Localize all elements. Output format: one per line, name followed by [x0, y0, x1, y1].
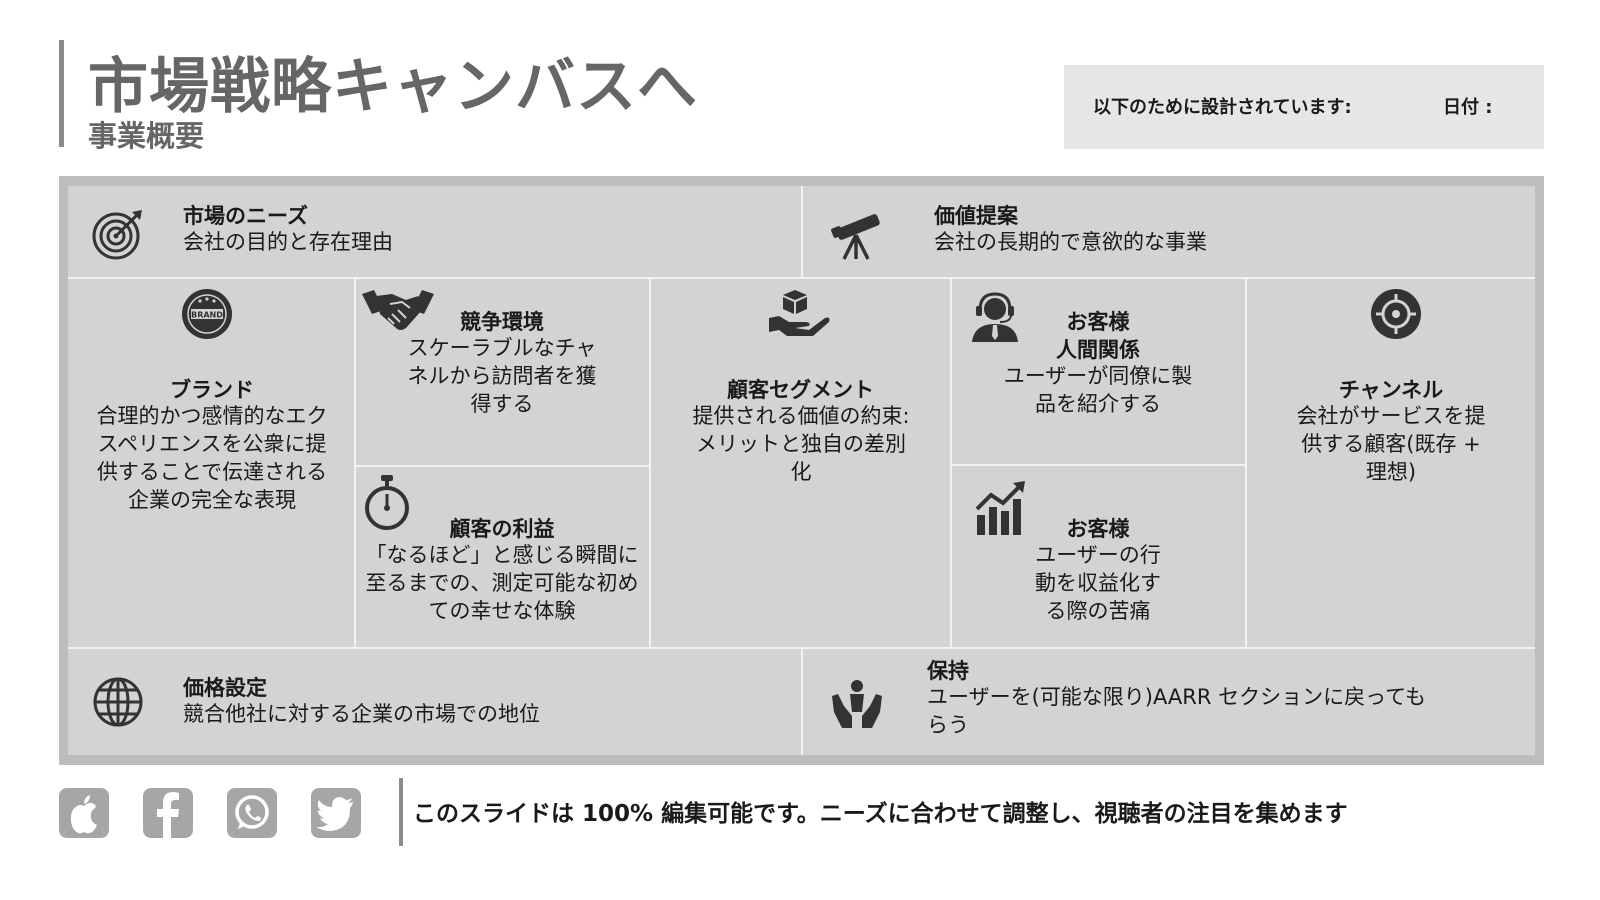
hand-box-icon — [767, 288, 833, 344]
target-icon — [92, 208, 144, 264]
footer-note: このスライドは 100% 編集可能です。ニーズに合わせて調整し、視聴者の注目を集… — [413, 801, 1348, 827]
divider — [950, 278, 952, 648]
pricing-desc: 競合他社に対する企業の市場での地位 — [183, 702, 540, 726]
market-needs-title: 市場のニーズ — [183, 204, 308, 228]
support-agent-icon — [968, 288, 1022, 346]
hands-person-icon — [830, 678, 884, 734]
retention-desc: ユーザーを(可能な限り)AARR セクションに戻ってもらう — [927, 685, 1427, 737]
value-proposition-title: 価値提案 — [934, 204, 1018, 228]
divider — [801, 648, 803, 755]
channel-desc: 会社がサービスを提供する顧客(既存 + 理想) — [1296, 404, 1486, 484]
retention-title: 保持 — [927, 659, 969, 683]
divider — [951, 464, 1245, 466]
whatsapp-icon[interactable] — [227, 788, 277, 838]
divider — [649, 278, 651, 648]
telescope-icon — [830, 207, 886, 267]
meta-box: 以下のために設計されています: 日付 : — [1064, 65, 1544, 149]
facebook-icon[interactable] — [143, 788, 193, 838]
channel-title: チャンネル — [1338, 378, 1444, 402]
page-title: 市場戦略キャンバスへ — [88, 52, 698, 122]
relations-title-2: 人間関係 — [1056, 338, 1140, 362]
globe-icon — [92, 676, 144, 732]
relations-desc: ユーザーが同僚に製品を紹介する — [1003, 364, 1193, 416]
customer-benefit-title: 顧客の利益 — [449, 517, 555, 541]
title-accent-bar — [59, 40, 64, 147]
customer-segment-title: 顧客セグメント — [727, 378, 874, 402]
customer-pain-desc: ユーザーの行動を収益化する際の苦痛 — [1035, 543, 1161, 623]
customer-benefit-desc: 「なるほど」と感じる瞬間に至るまでの、測定可能な初めての幸せな体験 — [365, 543, 639, 623]
divider — [354, 278, 356, 648]
brand-badge-icon: BRAND — [181, 288, 233, 344]
twitter-icon[interactable] — [311, 788, 361, 838]
handshake-icon — [362, 288, 434, 338]
divider — [68, 277, 1535, 279]
pricing-title: 価格設定 — [183, 676, 267, 700]
designed-for-label: 以下のために設計されています: — [1093, 97, 1352, 118]
divider — [355, 465, 649, 467]
apple-icon[interactable] — [59, 788, 109, 838]
page-subtitle: 事業概要 — [88, 119, 205, 153]
market-needs-desc: 会社の目的と存在理由 — [183, 230, 393, 254]
crosshair-icon — [1370, 288, 1422, 344]
brand-desc: 合理的かつ感情的なエクスペリエンスを公衆に提供することで伝達される企業の完全な表… — [96, 404, 328, 512]
customer-segment-desc: 提供される価値の約束: メリットと独自の差別化 — [692, 404, 910, 484]
competitive-desc: スケーラブルなチャネルから訪問者を獲得する — [407, 336, 597, 416]
divider — [801, 186, 803, 278]
svg-text:BRAND: BRAND — [191, 311, 223, 320]
stopwatch-icon — [364, 474, 410, 536]
brand-title: ブランド — [170, 378, 254, 402]
relations-title-1: お客様 — [1066, 310, 1130, 334]
divider — [1245, 278, 1247, 648]
footer-divider — [399, 778, 403, 846]
value-proposition-desc: 会社の長期的で意欲的な事業 — [934, 230, 1207, 254]
date-label: 日付 : — [1443, 97, 1493, 118]
competitive-title: 競争環境 — [460, 310, 544, 334]
customer-pain-title: お客様 — [1066, 517, 1130, 541]
growth-chart-icon — [975, 481, 1027, 539]
